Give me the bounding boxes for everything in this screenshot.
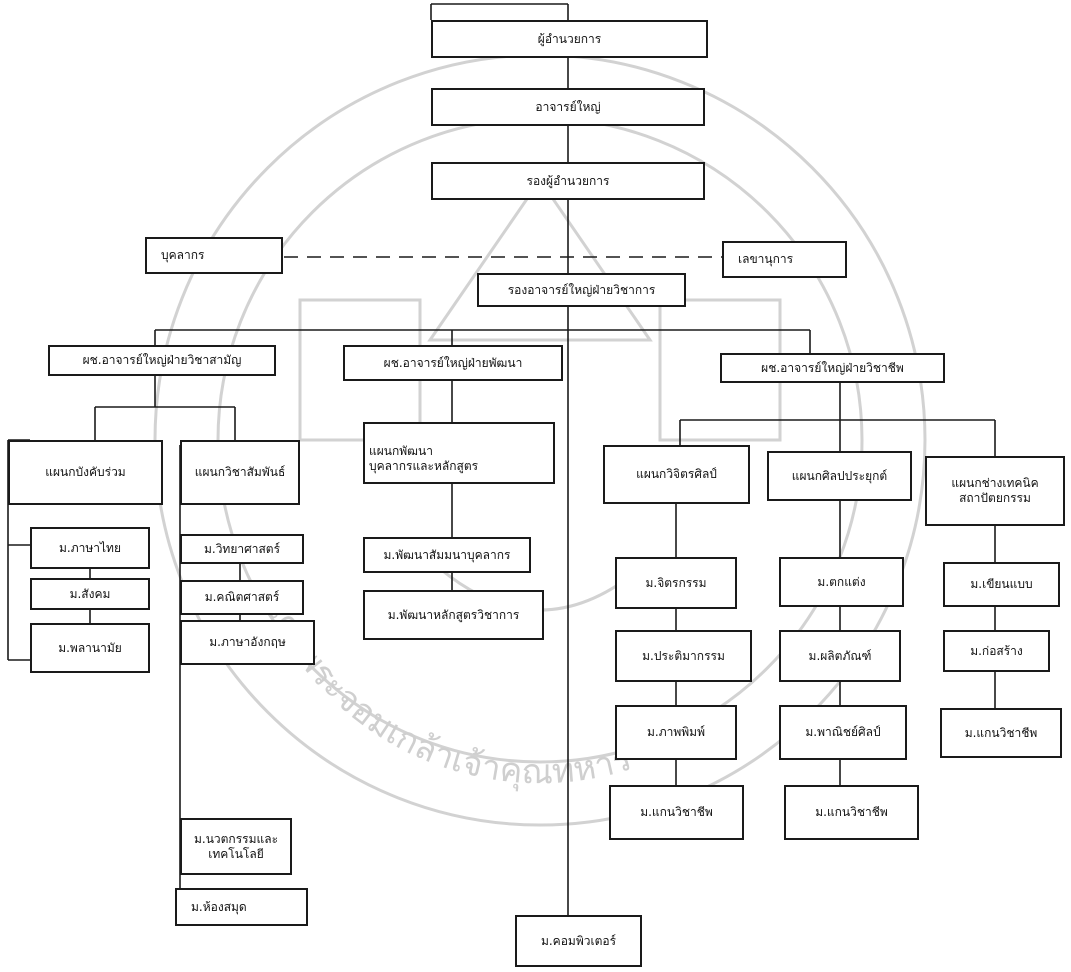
dept-architecture-tech-box: แผนกช่างเทคนิค สถาปัตยกรรม [925, 456, 1065, 526]
unit-applied-arts-core-box: ม.แกนวิชาชีพ [784, 785, 919, 840]
dept-arch-tech-line2: สถาปัตยกรรม [959, 491, 1031, 505]
dept-fine-arts-box: แผนกวิจิตรศิลป์ [603, 445, 750, 504]
unit-curriculum-dev-box: ม.พัฒนาหลักสูตรวิชาการ [363, 590, 544, 640]
unit-thai-box: ม.ภาษาไทย [30, 527, 150, 569]
principal-box: อาจารย์ใหญ่ [431, 88, 705, 126]
unit-personnel-training-box: ม.พัฒนาสัมมนาบุคลากร [363, 537, 531, 573]
unit-printmaking-box: ม.ภาพพิมพ์ [615, 705, 737, 760]
deputy-principal-academic-box: รองอาจารย์ใหญ่ฝ่ายวิชาการ [477, 273, 686, 307]
unit-english-box: ม.ภาษาอังกฤษ [180, 620, 315, 665]
dept-personnel-dev-line1: แผนกพัฒนา [369, 444, 433, 458]
asst-vocational-box: ผช.อาจารย์ใหญ่ฝ่ายวิชาชีพ [720, 353, 945, 383]
secretary-box: เลขานุการ [722, 241, 847, 278]
unit-painting-box: ม.จิตรกรรม [615, 557, 737, 609]
dept-related-subjects-box: แผนกวิชาสัมพันธ์ [180, 440, 300, 505]
dept-compulsory-box: แผนกบังคับร่วม [8, 440, 163, 505]
asst-development-box: ผช.อาจารย์ใหญ่ฝ่ายพัฒนา [343, 345, 563, 381]
unit-health-box: ม.พลานามัย [30, 623, 150, 673]
unit-computer-box: ม.คอมพิวเตอร์ [515, 915, 642, 967]
unit-library-box: ม.ห้องสมุด [175, 888, 308, 926]
unit-innovation-line1: ม.นวตกรรมและ [193, 831, 279, 846]
dept-personnel-dev-line2: บุคลากรและหลักสูตร [369, 459, 479, 473]
dept-applied-arts-box: แผนกศิลปประยุกต์ [767, 451, 912, 501]
unit-innovation-tech-box: ม.นวตกรรมและ เทคโนโลยี [180, 818, 292, 875]
deputy-director-box: รองผู้อำนวยการ [431, 162, 705, 200]
unit-commercial-art-box: ม.พาณิชย์ศิลป์ [779, 705, 907, 760]
dept-arch-tech-line1: แผนกช่างเทคนิค [951, 476, 1039, 490]
unit-innovation-line2: เทคโนโลยี [208, 846, 264, 861]
asst-general-studies-box: ผช.อาจารย์ใหญ่ฝ่ายวิชาสามัญ [48, 345, 276, 376]
unit-drafting-box: ม.เขียนแบบ [943, 562, 1060, 607]
unit-architecture-core-box: ม.แกนวิชาชีพ [940, 708, 1062, 758]
unit-product-design-box: ม.ผลิตภัณฑ์ [779, 630, 901, 682]
unit-fine-arts-core-box: ม.แกนวิชาชีพ [609, 785, 744, 840]
personnel-box: บุคลากร [145, 237, 283, 274]
unit-decoration-box: ม.ตกแต่ง [779, 557, 904, 607]
dept-personnel-curriculum-dev-box: แผนกพัฒนา บุคลากรและหลักสูตร [363, 422, 555, 484]
unit-sculpture-box: ม.ประติมากรรม [615, 630, 752, 682]
unit-science-box: ม.วิทยาศาสตร์ [180, 534, 304, 564]
director-box: ผู้อำนวยการ [431, 20, 708, 58]
unit-social-box: ม.สังคม [30, 578, 150, 610]
unit-math-box: ม.คณิตศาสตร์ [180, 580, 304, 615]
unit-construction-box: ม.ก่อสร้าง [943, 630, 1050, 672]
